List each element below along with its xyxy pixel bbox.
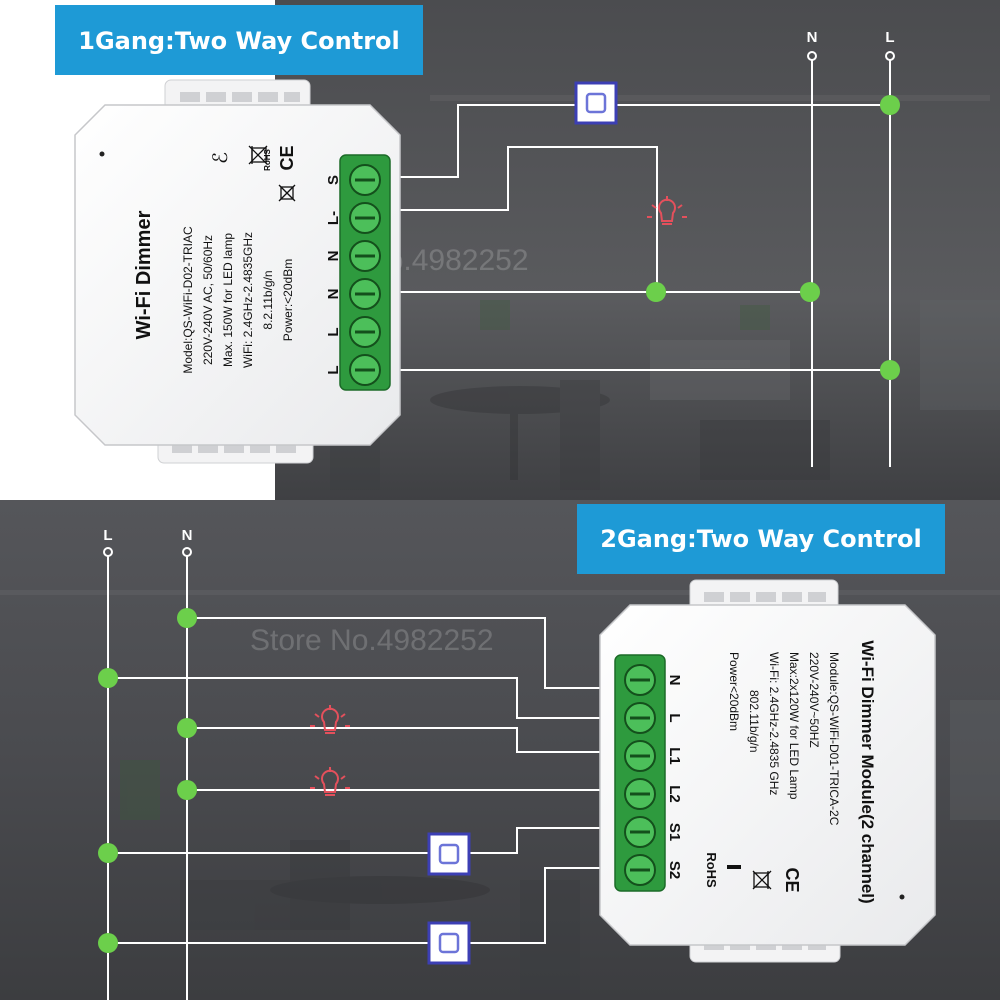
bottom-terminal-label: S2 [666, 861, 683, 879]
top-cert-mark-ce: CE [277, 145, 297, 170]
top-terminal-label: S [325, 175, 342, 185]
bottom-dimmer-device: N L L1 L2 S1 S2 Wi-Fi Dimmer Module(2 ch… [599, 579, 936, 963]
top-dimmer-device: S L- N N L L Wi-Fi Dimmer Model:QS-WiFi-… [74, 79, 401, 464]
bottom-device-name: Wi-Fi Dimmer Module(2 channel) [858, 640, 877, 903]
bottom-bus-label-n: N [182, 527, 193, 544]
top-junction [880, 95, 900, 115]
top-cert-mark-rohs: RoHS [263, 148, 272, 170]
top-bus-label-l: L [885, 29, 894, 46]
bottom-watermark: Store No.4982252 [250, 624, 494, 657]
bottom-junction [177, 718, 197, 738]
bottom-terminal-label: L [666, 713, 683, 722]
bottom-junction [177, 780, 197, 800]
bottom-cert-mark-rohs: RoHS [704, 852, 719, 888]
bottom-junction [98, 933, 118, 953]
bottom-cert-mark-ce: CE [782, 867, 802, 892]
bottom-terminal-label: S1 [666, 823, 683, 841]
bottom-device-spec: Power<20dBm [727, 652, 741, 731]
bottom-switch-1 [427, 832, 471, 876]
bottom-device-spec: 802.11b/g/n [747, 690, 761, 753]
top-device-spec: 220V-240V AC, 50/60Hz [201, 235, 215, 365]
top-junction [800, 282, 820, 302]
bottom-title-banner [577, 504, 945, 574]
top-terminal-label: L- [325, 211, 342, 225]
bottom-junction [177, 608, 197, 628]
bottom-junction [98, 668, 118, 688]
top-bus-n: N [807, 29, 818, 467]
bottom-terminal-label: L1 [666, 747, 683, 765]
top-title: 1Gang:Two Way Control [78, 27, 400, 55]
bottom-wires [108, 617, 610, 944]
top-title-banner [55, 5, 423, 75]
top-device-spec: Max. 150W for LED lamp [221, 233, 235, 367]
bottom-room-decor [0, 590, 1000, 1000]
top-terminal-screws [349, 164, 381, 386]
top-room-decor [330, 95, 1000, 490]
top-device-spec: Power:<20dBm [281, 259, 295, 341]
top-device-spec: Model:QS-WiFi-D02-TRIAC [181, 226, 195, 374]
top-device-name: Wi-Fi Dimmer [133, 210, 155, 339]
bottom-title: 2Gang:Two Way Control [600, 525, 922, 553]
bottom-bus-n: N [182, 527, 193, 1000]
top-terminal-label: L [325, 327, 342, 336]
top-panel: Store No.4982252 1Gang:Two Way Control N… [0, 0, 1000, 500]
bottom-device-spec: Wi-Fi: 2.4GHz-2.4835 GHz [767, 652, 781, 795]
bottom-terminal-screws [624, 664, 656, 886]
top-lamp-icon [647, 196, 687, 225]
bottom-bus-l: L [103, 527, 113, 1000]
top-cert-mark-e: ℰ [210, 152, 232, 164]
bottom-lamp-icon-1 [310, 705, 350, 734]
bottom-device-spec: 220V-240V~50HZ [807, 652, 821, 748]
top-junction [880, 360, 900, 380]
top-terminal-label: N [325, 289, 342, 300]
bottom-device-spec: Max:2x120W for LED Lamp [787, 652, 801, 800]
bottom-switch-2 [427, 921, 471, 965]
top-bus-l: L [885, 29, 895, 467]
bottom-cert-bar [727, 865, 741, 869]
bottom-terminal-label: N [666, 675, 683, 686]
top-device-spec: WiFi: 2.4GHz-2.4835GHz [241, 232, 255, 368]
top-weee-bin-icon-2 [278, 184, 296, 202]
top-device-spec: 8.2.11b/g/n [261, 270, 275, 329]
bottom-junction [98, 843, 118, 863]
bottom-weee-bin-icon [752, 870, 772, 890]
bottom-device-spec: Module:QS-WiFi-D01-TRICA-2C [827, 652, 841, 826]
top-switch [574, 81, 618, 125]
bottom-terminal-label: L2 [666, 785, 683, 803]
top-junction [646, 282, 666, 302]
top-terminal-label: N [325, 251, 342, 262]
bottom-panel: Store No.4982252 2Gang:Two Way Control L… [0, 500, 1000, 1000]
top-bus-label-n: N [807, 29, 818, 46]
bottom-bus-label-l: L [103, 527, 112, 544]
top-terminal-label: L [325, 365, 342, 374]
bottom-lamp-icon-2 [310, 767, 350, 796]
top-wires [400, 104, 890, 371]
top-weee-bin-icon [248, 145, 268, 165]
